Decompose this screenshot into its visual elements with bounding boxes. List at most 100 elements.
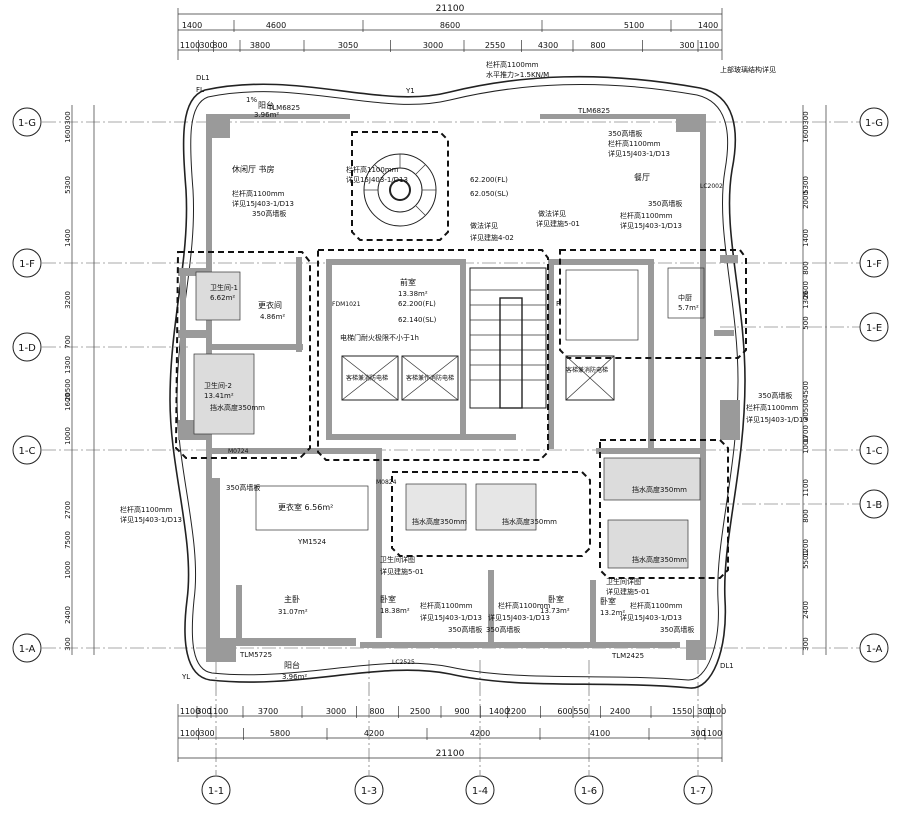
dim-label: 5300 — [802, 176, 810, 194]
elevators — [341, 355, 615, 401]
dim-label: 1100 — [180, 729, 200, 738]
dim-label: 300 — [199, 41, 214, 50]
dim-label: 800 — [369, 707, 384, 716]
dim-label: 800 — [212, 41, 227, 50]
svg-text:DL1: DL1 — [196, 74, 210, 82]
axis-bubble-1-E-right: 1-E — [859, 312, 889, 342]
walls — [178, 114, 740, 662]
dim-label: 7500 — [64, 531, 72, 549]
svg-text:TLM5725: TLM5725 — [239, 651, 272, 659]
svg-text:详见15J403-1/D13: 详见15J403-1/D13 — [488, 613, 550, 622]
dim-label: 1300 — [64, 356, 72, 374]
svg-text:卫生间详图: 卫生间详图 — [606, 577, 641, 586]
svg-text:休闲厅 书房: 休闲厅 书房 — [232, 164, 275, 174]
svg-text:TLM2425: TLM2425 — [611, 652, 644, 660]
dim-label: 3800 — [250, 41, 270, 50]
svg-text:挡水高度350mm: 挡水高度350mm — [210, 403, 265, 412]
dim-label: 2400 — [610, 707, 630, 716]
dim-label: 500 — [802, 316, 810, 329]
axis-bubble-1-C-right: 1-C — [859, 435, 889, 465]
dim-label: 550 — [573, 707, 588, 716]
bottom-total-dim: 21100 — [436, 749, 465, 759]
svg-text:详见15J403-1/D13: 详见15J403-1/D13 — [620, 221, 682, 230]
svg-text:62.200(FL): 62.200(FL) — [470, 176, 508, 184]
dim-label: 1200 — [802, 539, 810, 557]
svg-text:350高墙板: 350高墙板 — [648, 199, 682, 208]
axis-bubble-1-3: 1-3 — [354, 775, 384, 805]
svg-text:1-A: 1-A — [866, 644, 883, 655]
svg-text:13.2m²: 13.2m² — [600, 609, 625, 617]
main-stair — [469, 267, 547, 409]
svg-text:阳台: 阳台 — [284, 660, 300, 670]
dim-label: 3050 — [338, 41, 358, 50]
svg-text:客梯兼消防电梯: 客梯兼消防电梯 — [566, 366, 608, 374]
svg-text:做法详见: 做法详见 — [538, 209, 566, 218]
dim-label: 300 — [679, 41, 694, 50]
svg-text:3.96m²: 3.96m² — [282, 673, 307, 681]
svg-text:客梯兼消防电梯: 客梯兼消防电梯 — [346, 374, 388, 382]
dim-label: 4500 — [802, 381, 810, 399]
svg-text:卧室: 卧室 — [600, 596, 616, 606]
axis-bubble-1-7: 1-7 — [683, 775, 713, 805]
svg-text:栏杆高1100mm: 栏杆高1100mm — [498, 601, 551, 610]
bathroom-fixtures — [193, 267, 705, 569]
dim-label: 3700 — [258, 707, 278, 716]
dim-label: 2000 — [802, 191, 810, 209]
svg-text:栏杆高1100mm: 栏杆高1100mm — [486, 60, 539, 69]
svg-text:6.62m²: 6.62m² — [210, 294, 235, 302]
svg-text:详见15J403-1/D13: 详见15J403-1/D13 — [232, 199, 294, 208]
axis-bubble-1-1: 1-1 — [201, 775, 231, 805]
svg-text:1-E: 1-E — [866, 323, 882, 334]
svg-text:1-G: 1-G — [18, 118, 36, 129]
svg-text:350高墙板: 350高墙板 — [252, 209, 286, 218]
svg-text:卧室: 卧室 — [548, 594, 564, 604]
dim-label: 2700 — [64, 501, 72, 519]
svg-text:1-F: 1-F — [866, 259, 882, 270]
svg-text:更衣间: 更衣间 — [258, 300, 282, 310]
annotations: 栏杆高1100mm 水平推力>1.5KN/M 350高墙板 栏杆高1100mm … — [120, 60, 808, 681]
svg-text:13.73m²: 13.73m² — [540, 607, 570, 615]
dim-label: 300 — [697, 707, 712, 716]
svg-text:1-G: 1-G — [865, 118, 883, 129]
svg-text:前室: 前室 — [400, 277, 416, 287]
svg-text:栏杆高1100mm: 栏杆高1100mm — [346, 165, 399, 174]
svg-text:1-D: 1-D — [18, 343, 36, 354]
svg-text:中厨: 中厨 — [678, 293, 692, 302]
svg-text:1-F: 1-F — [19, 259, 35, 270]
dim-label: 1100 — [802, 479, 810, 497]
dim-label: 5800 — [270, 729, 290, 738]
dim-label: 800 — [590, 41, 605, 50]
svg-text:R: R — [556, 300, 561, 308]
svg-text:栏杆高1100mm: 栏杆高1100mm — [232, 189, 285, 198]
svg-text:1-1: 1-1 — [208, 786, 224, 797]
dim-label: 800 — [802, 261, 810, 274]
svg-text:阳台: 阳台 — [258, 100, 274, 110]
svg-text:Y1: Y1 — [405, 87, 415, 95]
axis-bubble-1-F-right: 1-F — [859, 248, 889, 278]
dim-label: 4100 — [590, 729, 610, 738]
axis-bubble-1-B-right: 1-B — [859, 489, 889, 519]
axis-bubble-1-G-right: 1-G — [859, 107, 889, 137]
dim-label: 3000 — [326, 707, 346, 716]
svg-text:1-6: 1-6 — [581, 786, 597, 797]
dim-label: 300 — [802, 637, 810, 650]
dim-label: 1400 — [182, 21, 202, 30]
dim-label: 2500 — [410, 707, 430, 716]
dim-label: 2200 — [506, 707, 526, 716]
svg-text:详见15J403-1/D13: 详见15J403-1/D13 — [620, 613, 682, 622]
svg-text:4.86m²: 4.86m² — [260, 313, 285, 321]
svg-text:5.7m²: 5.7m² — [678, 304, 699, 312]
svg-text:M0724: M0724 — [228, 448, 249, 455]
svg-text:栏杆高1100mm: 栏杆高1100mm — [120, 505, 173, 514]
svg-text:1-3: 1-3 — [361, 786, 377, 797]
svg-text:客梯兼作消防电梯: 客梯兼作消防电梯 — [406, 374, 454, 382]
room-labels: 阳台 3.96m² 休闲厅 书房 餐厅 前室 13.38m² 更衣间 4.86m… — [204, 100, 699, 681]
dim-label: 1400 — [64, 229, 72, 247]
svg-text:1%: 1% — [246, 96, 257, 104]
svg-text:挡水高度350mm: 挡水高度350mm — [502, 517, 557, 526]
svg-text:卫生间-2: 卫生间-2 — [204, 381, 232, 390]
side-dimension-lines — [71, 105, 827, 655]
axis-bubble-1-4: 1-4 — [465, 775, 495, 805]
dim-label: 5300 — [64, 176, 72, 194]
